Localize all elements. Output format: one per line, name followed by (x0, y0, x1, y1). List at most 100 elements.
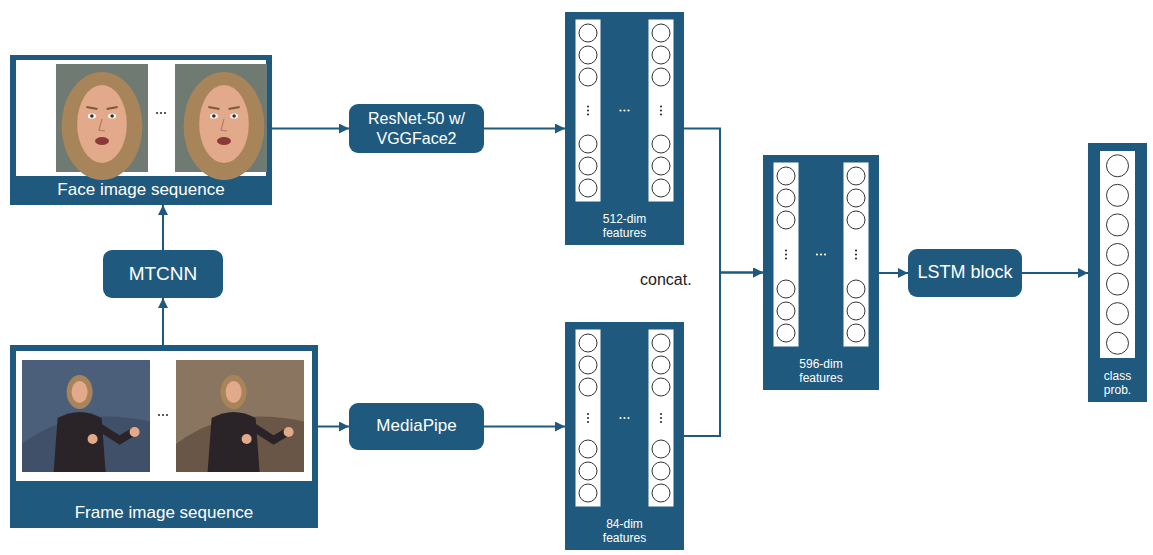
feature-panel (565, 12, 684, 245)
node-label: ResNet-50 w/ VGGFace2 (362, 109, 472, 147)
neuron-circle (652, 157, 670, 175)
ellipsis-dot (660, 417, 662, 419)
neuron-circle (652, 440, 670, 458)
frame-sequence-illustration (10, 345, 318, 528)
pupil (232, 114, 236, 118)
neuron-circle (777, 167, 795, 185)
arrow-connector (484, 128, 565, 130)
ellipsis-dot (627, 417, 629, 419)
ellipsis-dot (785, 249, 787, 251)
neuron-circle (579, 157, 597, 175)
ellipsis-dot (619, 109, 621, 111)
eye (108, 113, 116, 118)
neuron-circle (1107, 155, 1129, 177)
image-sequence-panel: Frame image sequence (10, 345, 318, 528)
ellipsis-dot (820, 253, 822, 255)
feature-column (649, 330, 673, 506)
feature-column (844, 163, 868, 346)
ellipsis-dot (160, 112, 162, 114)
body (54, 412, 106, 472)
feature-vector-graphic (763, 155, 879, 390)
ellipsis-dot (660, 421, 662, 423)
ellipsis-dot (619, 417, 621, 419)
nose (221, 119, 227, 131)
neuron-circle (777, 189, 795, 207)
annotation-label: concat. (638, 271, 694, 289)
hand (88, 434, 98, 444)
hair (221, 375, 247, 409)
arrow-connector (162, 298, 164, 345)
feature-vector: 84-dim features (565, 322, 684, 550)
ellipsis-dot (587, 417, 589, 419)
nose (99, 119, 105, 131)
node-label: 512-dim features (594, 213, 656, 241)
ellipsis-dot (660, 105, 662, 107)
node-label: MediaPipe (376, 416, 456, 436)
hand (130, 427, 140, 437)
feature-vector-graphic (1088, 143, 1147, 402)
neuron-circle (579, 484, 597, 502)
feature-column (774, 163, 798, 346)
photo-strip (16, 351, 312, 481)
eyebrow (208, 107, 219, 109)
ellipsis-dot (785, 253, 787, 255)
neuron-circle (579, 46, 597, 64)
neuron-circle (652, 462, 670, 480)
arrow-connector (684, 129, 763, 273)
ellipsis-dot (158, 414, 160, 416)
neuron-circle (1107, 273, 1129, 295)
eyebrow (229, 107, 240, 109)
hand (242, 434, 252, 444)
process-box: LSTM block (908, 249, 1022, 297)
neuron-circle (777, 302, 795, 320)
ellipsis-dot (164, 112, 166, 114)
neuron-circle (1107, 244, 1129, 266)
pupil (90, 114, 94, 118)
node-label: 596-dim features (790, 358, 852, 386)
neuron-circle (652, 356, 670, 374)
ellipsis-dot (855, 249, 857, 251)
neuron-circle (652, 46, 670, 64)
ellipsis-dot (623, 109, 625, 111)
hair (67, 375, 93, 409)
feature-vector-graphic (565, 322, 684, 550)
neuron-circle (652, 484, 670, 502)
ellipsis-dot (162, 414, 164, 416)
ellipsis-dot (623, 417, 625, 419)
arm (252, 426, 286, 440)
ellipsis-dot (785, 257, 787, 259)
feature-vector: 596-dim features (763, 155, 879, 390)
neuron-circle (579, 356, 597, 374)
ellipsis-dot (660, 109, 662, 111)
eye (88, 113, 96, 118)
node-label: class prob. (1095, 370, 1141, 398)
arrow-connector (879, 272, 908, 274)
process-box: MTCNN (103, 250, 223, 298)
feature-vector: class prob. (1088, 143, 1147, 402)
neuron-circle (652, 378, 670, 396)
neuron-circle (1107, 303, 1129, 325)
arm (62, 426, 90, 444)
arrow-connector (318, 426, 349, 428)
neuron-circle (847, 302, 865, 320)
ellipsis-dot (587, 113, 589, 115)
node-label: LSTM block (917, 262, 1012, 284)
neuron-circle (847, 211, 865, 229)
feature-vector: 512-dim features (565, 12, 684, 245)
neuron-circle (1107, 332, 1129, 354)
process-box: MediaPipe (349, 403, 484, 450)
photo-background (176, 360, 304, 472)
hair (184, 72, 265, 180)
head (72, 381, 88, 403)
neuron-circle (579, 334, 597, 352)
neuron-circle (1107, 184, 1129, 206)
body (208, 412, 260, 472)
ellipsis-dot (587, 105, 589, 107)
neuron-circle (847, 324, 865, 342)
feature-column (576, 20, 600, 201)
ellipsis-dot (855, 257, 857, 259)
node-label: Frame image sequence (75, 503, 254, 523)
ellipsis-dot (816, 253, 818, 255)
ellipsis-dot (627, 109, 629, 111)
neuron-circle (847, 280, 865, 298)
